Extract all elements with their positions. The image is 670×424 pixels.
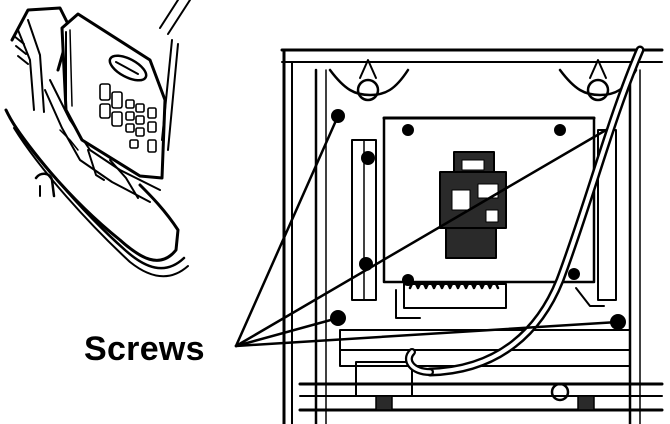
screw-icon [554, 124, 566, 136]
relay-component [439, 151, 507, 259]
screw-icon [361, 151, 375, 165]
screws-callout-label: Screws [84, 330, 205, 368]
screw-icon [402, 274, 414, 286]
keypad-icon [99, 83, 157, 153]
keypad-inset [4, 0, 191, 278]
screw-icon [568, 268, 580, 280]
screw-icon [402, 124, 414, 136]
chassis-view [280, 45, 664, 424]
latch-icon [34, 172, 56, 198]
callout-leaders [234, 114, 620, 348]
